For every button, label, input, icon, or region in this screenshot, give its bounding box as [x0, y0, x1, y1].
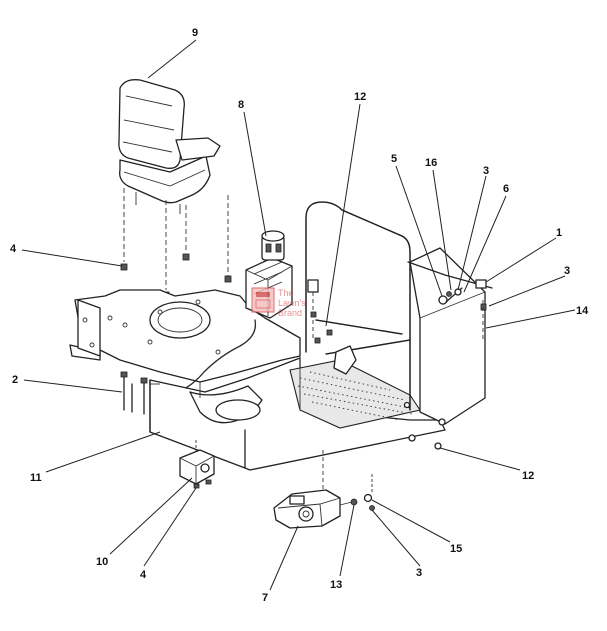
callout-1: 1 [556, 227, 562, 239]
callout-7: 7 [262, 592, 268, 604]
callout-15: 15 [450, 543, 462, 555]
watermark-line-3: Brand [278, 308, 302, 318]
callout-2: 2 [12, 374, 18, 386]
callout-5: 5 [391, 153, 397, 165]
watermark-line-2: Lawn's [278, 298, 306, 308]
watermark-line-1: The [278, 288, 294, 298]
pump-part [273, 450, 375, 529]
callout-3-bottom: 3 [416, 567, 422, 579]
callout-14: 14 [576, 305, 589, 317]
seat-part [118, 79, 232, 297]
callout-6: 6 [503, 183, 509, 195]
watermark-logo: The Lawn's Brand [251, 287, 306, 318]
leader-lines [21, 39, 576, 591]
frame-part [69, 289, 446, 471]
callout-8: 8 [238, 99, 244, 111]
callout-labels: 9 8 12 5 16 3 6 1 3 14 4 2 11 12 10 4 7 … [10, 27, 589, 604]
callout-4-left: 4 [10, 243, 17, 255]
callout-4-bottom: 4 [140, 569, 147, 581]
callout-10: 10 [96, 556, 108, 568]
solenoid-valve-part [179, 440, 215, 489]
callout-11: 11 [30, 472, 42, 484]
callout-12-bottom: 12 [522, 470, 534, 482]
lever-bracket-part [307, 279, 357, 375]
callout-3-right: 3 [564, 265, 570, 277]
callout-9: 9 [192, 27, 198, 39]
callout-3-top: 3 [483, 165, 489, 177]
callout-16: 16 [425, 157, 437, 169]
perforated-floor-holes [297, 371, 413, 421]
bolts-part-2 [120, 371, 201, 415]
callout-13: 13 [330, 579, 342, 591]
callout-12-top: 12 [354, 91, 366, 103]
side-panel-part [407, 247, 493, 425]
